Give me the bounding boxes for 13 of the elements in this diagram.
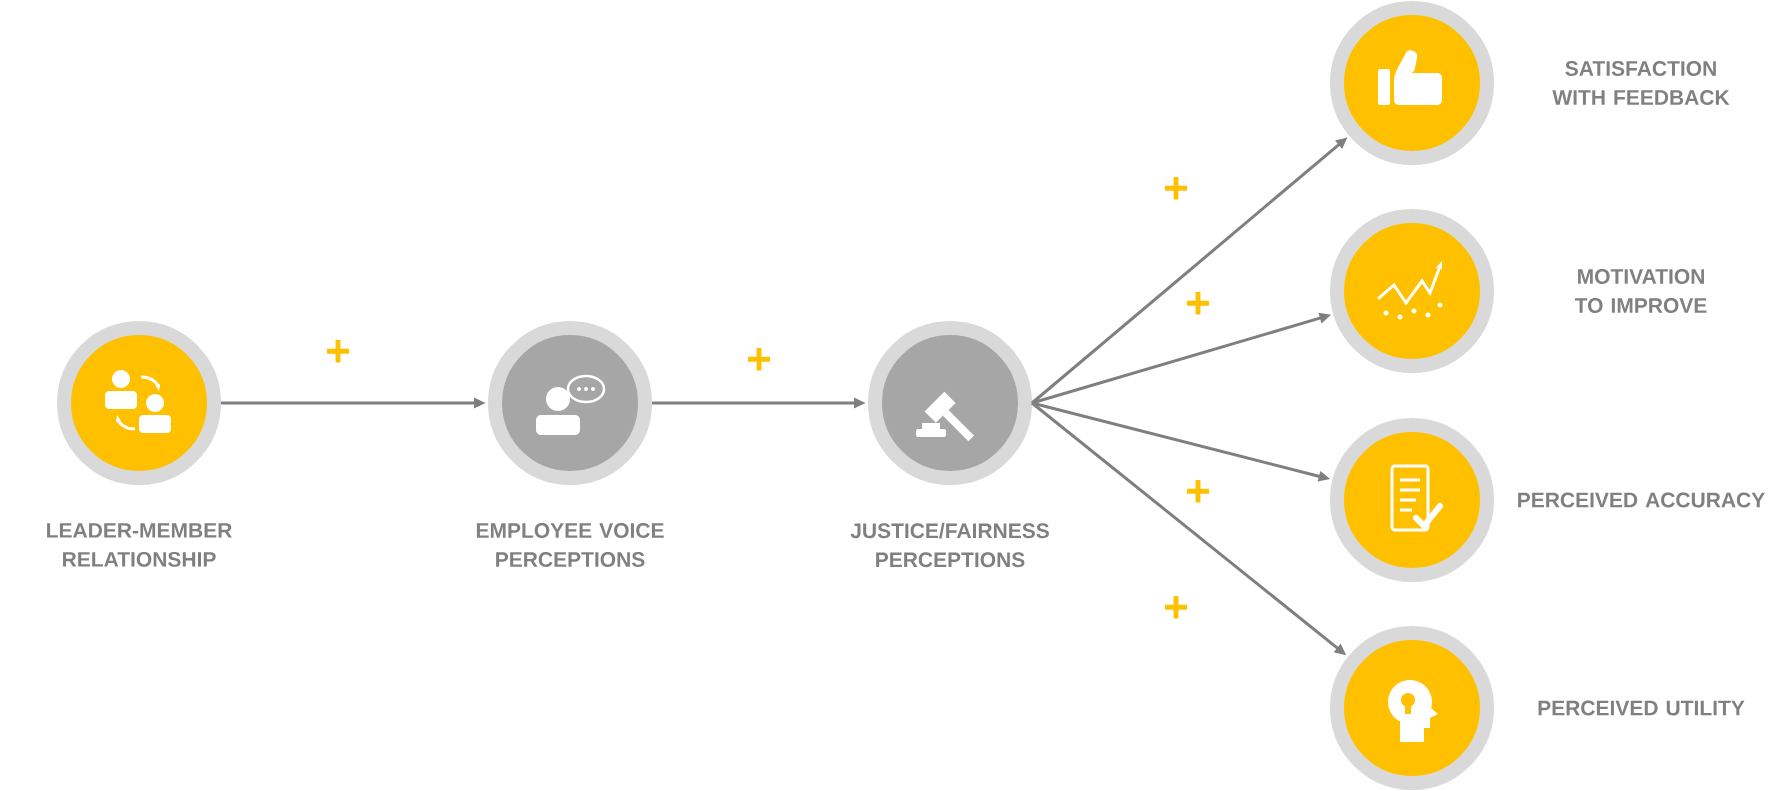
node-label: PERCEIVED ACCURACY xyxy=(1518,492,1765,508)
node-label: EMPLOYEE VOICE PERCEPTIONS xyxy=(476,523,664,567)
edge-label: + xyxy=(1162,176,1190,204)
node-label: PERCEIVED UTILITY xyxy=(1538,700,1745,716)
edge-label: + xyxy=(745,347,773,375)
node-label: MOTIVATION TO IMPROVE xyxy=(1574,269,1707,313)
node-label: SATISFACTION WITH FEEDBACK xyxy=(1552,61,1730,105)
edge-label: + xyxy=(1184,291,1212,319)
edge-label: + xyxy=(1184,479,1212,507)
node-label: JUSTICE/FAIRNESS PERCEPTIONS xyxy=(850,522,1049,568)
node-label: LEADER-MEMBER RELATIONSHIP xyxy=(47,523,232,567)
edge-label: + xyxy=(1162,595,1190,623)
edge-label: + xyxy=(324,339,352,367)
